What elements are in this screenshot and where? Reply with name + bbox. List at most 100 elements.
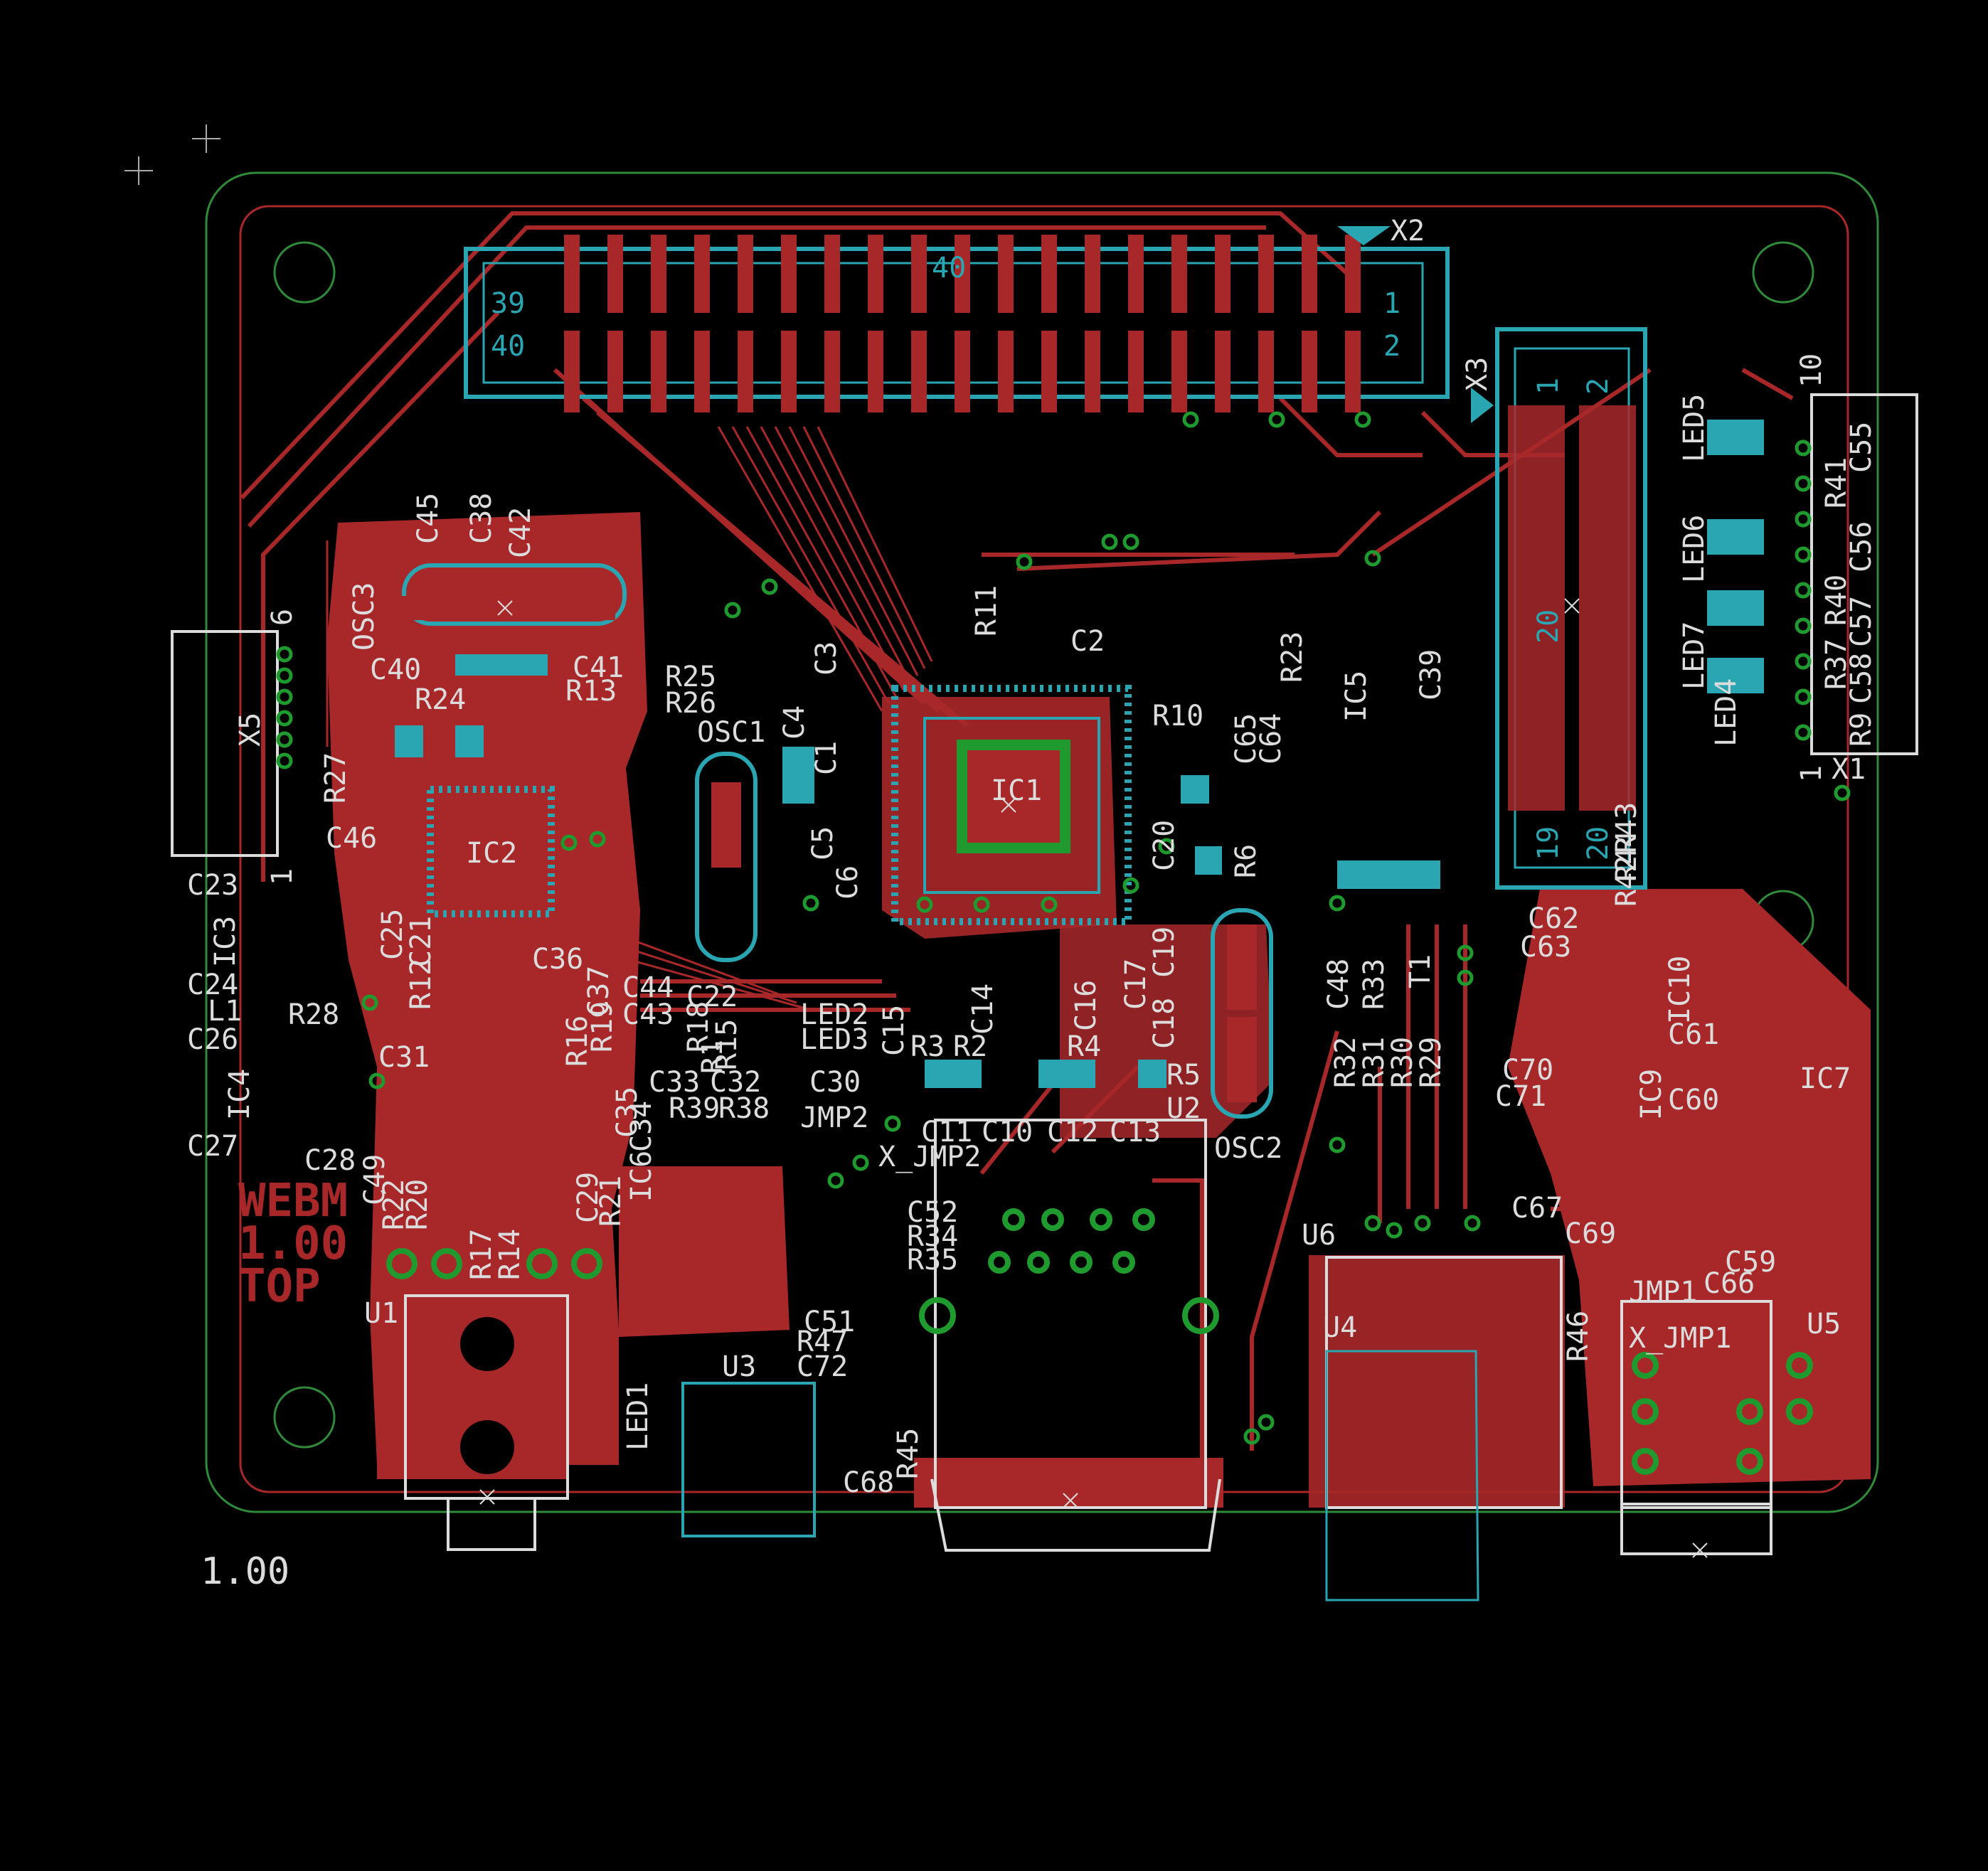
x5-label: X5 — [234, 713, 267, 747]
r12-label: R12 — [405, 959, 437, 1010]
x3-center-label: 20 — [1532, 609, 1565, 644]
r25-label: R25 — [665, 661, 716, 693]
t1-label: T1 — [1404, 954, 1437, 988]
c59-label: C59 — [1725, 1246, 1776, 1279]
r45-label: R45 — [892, 1428, 925, 1479]
c40-label: C40 — [370, 654, 421, 686]
c44-label: C44 — [622, 971, 674, 1004]
x1-connector-outline — [1810, 393, 1918, 755]
c64-label: C64 — [1255, 713, 1287, 764]
c18-label: C18 — [1148, 998, 1181, 1049]
power-jack-barrels — [460, 1317, 514, 1474]
through-hole-pins — [386, 1208, 1813, 1475]
x3-label: X3 — [1461, 357, 1494, 391]
c11-label: C11 — [921, 1116, 972, 1148]
u3-label: U3 — [722, 1350, 756, 1383]
x2-pin-1: 1 — [1383, 287, 1400, 320]
c48-label: C48 — [1322, 959, 1355, 1010]
x3-pin-20: 20 — [1582, 826, 1615, 860]
c14-label: C14 — [967, 984, 999, 1035]
c63-label: C63 — [1520, 931, 1571, 964]
center-marks — [479, 598, 1708, 1558]
r37-label: R37 — [1820, 639, 1853, 690]
c30-label: C30 — [809, 1066, 861, 1099]
x1-pin-10: 10 — [1795, 353, 1828, 388]
version-label: 1.00 — [201, 1550, 289, 1593]
c60-label: C60 — [1668, 1084, 1719, 1116]
r11-label: R11 — [970, 585, 1003, 636]
osc2-label: OSC2 — [1214, 1132, 1282, 1165]
r14-label: R14 — [494, 1229, 526, 1280]
c5-label: C5 — [807, 826, 839, 860]
r9-label: R9 — [1845, 713, 1878, 747]
r44-label: R44 — [1610, 831, 1643, 882]
c72-label: C72 — [797, 1350, 848, 1383]
c27-label: C27 — [187, 1130, 238, 1163]
r42-label: R42 — [1610, 855, 1643, 907]
x2-pin-39: 39 — [491, 287, 525, 320]
designator-labels: IC1 IC2 IC3 IC4 IC5 IC6 IC7 IC9 IC10 OSC… — [187, 394, 1878, 1499]
logo-line-1: WEBM — [238, 1175, 348, 1227]
ic2-package — [427, 786, 555, 917]
r21-label: R21 — [595, 1176, 627, 1227]
jmp2-label: JMP2 — [800, 1102, 868, 1134]
r6-label: R6 — [1230, 844, 1263, 878]
c55-label: C55 — [1845, 422, 1878, 473]
c39-label: C39 — [1415, 649, 1447, 700]
c67-label: C67 — [1511, 1192, 1563, 1225]
c45-label: C45 — [412, 493, 445, 544]
r31-label: R31 — [1358, 1037, 1391, 1088]
c61-label: C61 — [1668, 1018, 1719, 1051]
ic7-label: IC7 — [1800, 1062, 1851, 1095]
osc3-label: OSC3 — [348, 582, 381, 651]
fine-traces — [326, 426, 933, 1011]
jmp1-label: JMP1 — [1629, 1276, 1697, 1308]
led6-label: LED6 — [1678, 515, 1711, 583]
c42-label: C42 — [504, 507, 537, 558]
c57-label: C57 — [1845, 596, 1878, 647]
c43-label: C43 — [622, 998, 674, 1031]
x3-pin-1: 1 — [1532, 378, 1565, 395]
c10-label: C10 — [982, 1116, 1033, 1148]
ic2-label: IC2 — [466, 837, 517, 870]
u1-label: U1 — [364, 1297, 398, 1330]
x3-pin-19: 19 — [1532, 826, 1565, 860]
c16-label: C16 — [1070, 980, 1102, 1031]
osc1-label: OSC1 — [697, 716, 765, 749]
led2-label: LED2 — [800, 998, 868, 1031]
c66-label: C66 — [1703, 1267, 1755, 1300]
r10-label: R10 — [1152, 700, 1203, 732]
r47-label: R47 — [797, 1326, 848, 1358]
c41-label: C41 — [573, 651, 624, 684]
r43-label: R43 — [1610, 802, 1643, 853]
u4-label: U4 — [1323, 1311, 1357, 1344]
r15-label: R15 — [711, 1019, 743, 1070]
c19-label: C19 — [1148, 927, 1181, 978]
c20-label: C20 — [1148, 820, 1181, 871]
x2-header — [464, 226, 1450, 412]
c37-label: C37 — [583, 966, 615, 1017]
c26-label: C26 — [187, 1023, 238, 1056]
r34-label: R34 — [907, 1220, 958, 1253]
c3-label: C3 — [810, 641, 843, 676]
c2-label: C2 — [1070, 625, 1105, 658]
r33-label: R33 — [1358, 959, 1391, 1010]
x2-label: X2 — [1391, 215, 1425, 247]
c51-label: C51 — [804, 1306, 855, 1338]
c65-label: C65 — [1230, 713, 1263, 764]
x2-pin-2: 2 — [1383, 330, 1400, 363]
x1-pin-1: 1 — [1795, 765, 1828, 782]
x1-label: X1 — [1832, 753, 1866, 786]
c38-label: C38 — [465, 493, 498, 544]
r30-label: R30 — [1386, 1037, 1419, 1088]
bottom-connectors — [404, 1119, 1772, 1555]
vias — [276, 411, 1851, 1445]
r3-label: R3 — [910, 1030, 945, 1063]
ic4-label: IC4 — [223, 1069, 256, 1120]
x2-pin-40: 40 — [491, 330, 525, 363]
r38-label: R38 — [718, 1092, 770, 1125]
r27-label: R27 — [319, 752, 352, 804]
r46-label: R46 — [1562, 1311, 1595, 1362]
c56-label: C56 — [1845, 521, 1878, 572]
